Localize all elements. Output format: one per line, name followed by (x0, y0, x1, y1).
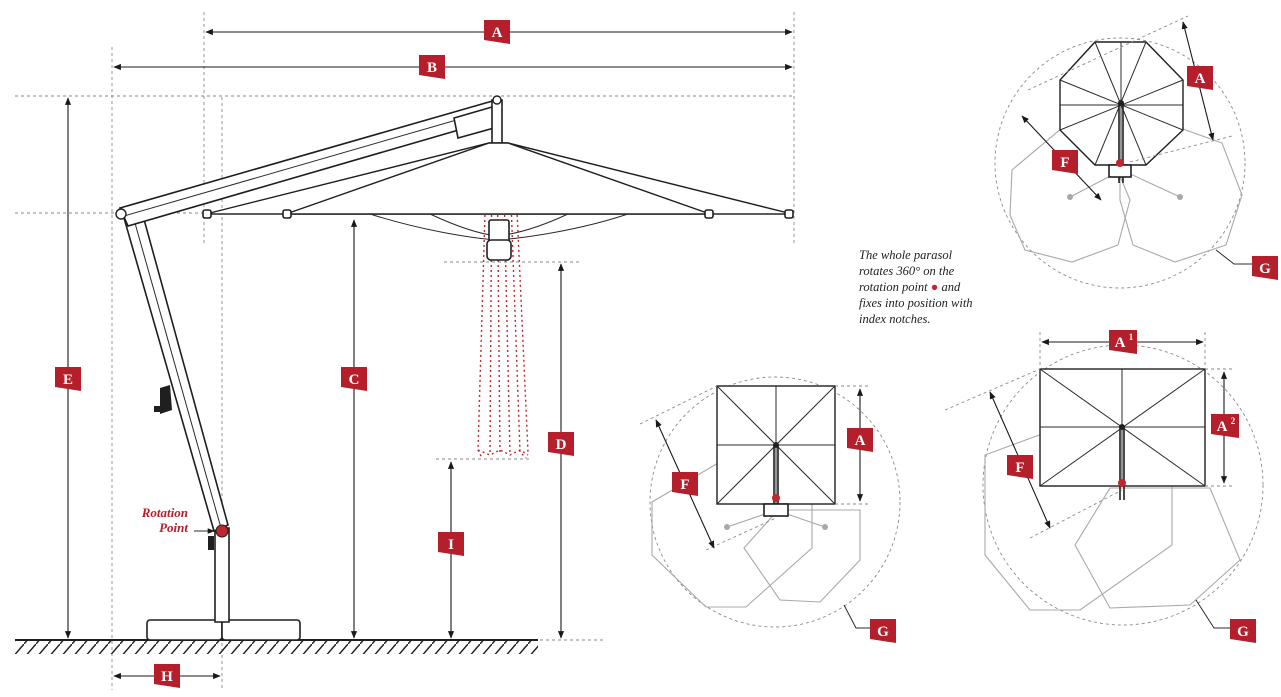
note-line1: The whole parasol (859, 248, 953, 262)
top-view-square (639, 376, 901, 629)
svg-text:A: A (1195, 71, 1206, 87)
tag-A1: A 1 (1109, 330, 1137, 354)
note-line3-text: rotation point (859, 280, 928, 294)
base-weights (146, 619, 301, 641)
top-view-rectangle (944, 332, 1264, 629)
rotation-point-marker (215, 524, 229, 538)
rotation-point-label: Rotation Point (108, 505, 188, 535)
svg-text:2: 2 (1231, 416, 1236, 426)
svg-text:G: G (1237, 624, 1249, 640)
note-line3-end: and (941, 280, 961, 294)
tag-F-rectangle: F (1007, 455, 1033, 479)
note-line3: rotation point ● and (859, 279, 1019, 295)
svg-text:A: A (855, 433, 866, 449)
rotation-point-line2: Point (159, 520, 188, 535)
rotation-note: The whole parasol rotates 360° on the ro… (859, 247, 1019, 327)
svg-text:B: B (427, 60, 437, 76)
note-line2: rotates 360° on the (859, 264, 955, 278)
guide-lines (15, 12, 795, 690)
ground (15, 639, 538, 654)
tag-C: C (341, 367, 367, 391)
svg-text:I: I (448, 537, 454, 553)
tag-G-octagon: G (1252, 256, 1278, 280)
tag-H: H (154, 664, 180, 688)
svg-text:G: G (1259, 261, 1271, 277)
tag-I: I (438, 532, 464, 556)
svg-text:1: 1 (1129, 332, 1134, 342)
svg-text:F: F (680, 477, 689, 493)
rotation-point-line1: Rotation (141, 505, 188, 520)
note-line5: index notches. (859, 312, 931, 326)
tag-A-octagon: A (1187, 66, 1213, 90)
red-dot-icon: ● (930, 280, 939, 294)
canopy-side (202, 142, 794, 261)
svg-text:F: F (1015, 460, 1024, 476)
tag-A2: A 2 (1211, 414, 1239, 438)
tag-B: B (419, 55, 445, 79)
svg-text:A: A (492, 25, 503, 41)
tag-E: E (55, 367, 81, 391)
tag-G-square: G (870, 619, 896, 643)
svg-text:C: C (349, 372, 360, 388)
tag-A-square: A (847, 428, 873, 452)
tag-G-rectangle: G (1230, 619, 1256, 643)
tag-A-top: A (484, 20, 510, 44)
svg-text:D: D (556, 437, 567, 453)
svg-text:G: G (877, 624, 889, 640)
svg-text:E: E (63, 372, 73, 388)
tag-D: D (548, 432, 574, 456)
tag-F-square: F (672, 472, 698, 496)
svg-text:A: A (1115, 335, 1126, 351)
pole-and-arm (115, 95, 503, 623)
top-view-octagon (994, 15, 1252, 289)
note-line4: fixes into position with (859, 296, 973, 310)
tag-F-octagon: F (1052, 150, 1078, 174)
svg-text:F: F (1060, 155, 1069, 171)
svg-text:A: A (1217, 419, 1228, 435)
svg-text:H: H (161, 669, 173, 685)
